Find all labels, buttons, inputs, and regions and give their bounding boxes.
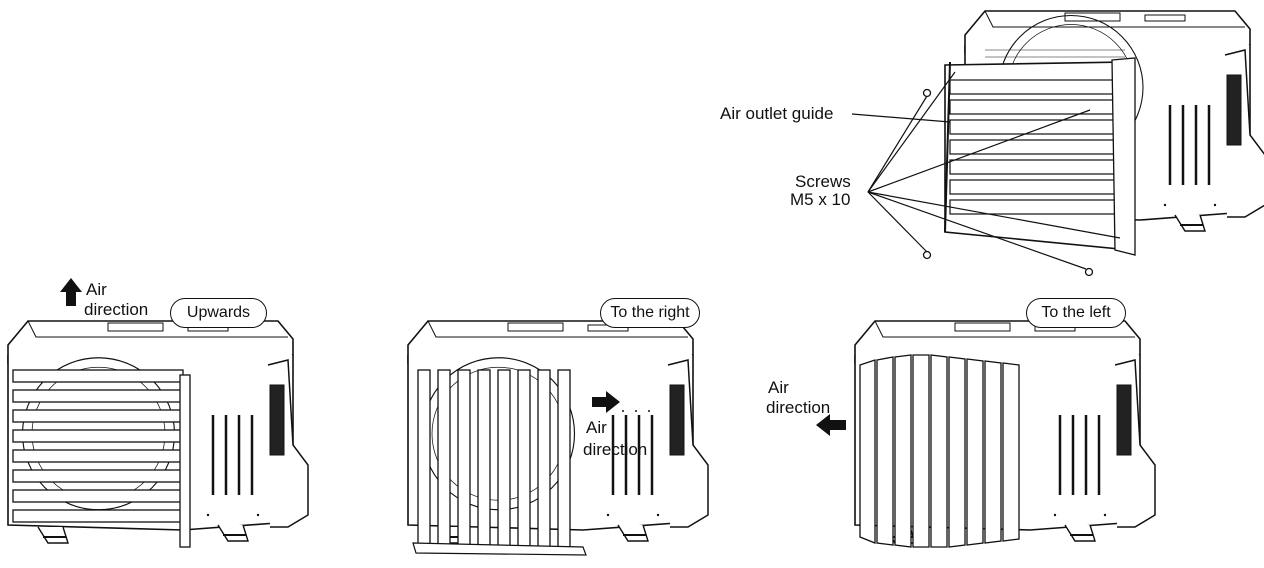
left-air-label: Air	[768, 378, 789, 397]
unit-upwards-illustration	[6, 319, 310, 548]
unit-right-illustration	[406, 319, 710, 556]
to-the-left-badge: To the left	[1026, 298, 1126, 328]
upwards-badge: Upwards	[170, 298, 267, 328]
screws-label: Screws	[795, 172, 851, 191]
screw-icon	[922, 250, 932, 260]
right-direction-label: direction	[583, 440, 648, 459]
screws-size-label: M5 x 10	[790, 190, 851, 209]
left-direction-label: direction	[766, 398, 831, 417]
air-outlet-guide-label: Air outlet guide	[720, 104, 834, 123]
screw-icon	[1084, 267, 1094, 277]
leader-lines	[851, 71, 1121, 270]
screw-icon	[922, 88, 932, 98]
to-the-right-badge: To the right	[600, 298, 700, 328]
upwards-direction-label: direction	[84, 300, 149, 319]
unit-left-illustration	[853, 319, 1157, 548]
arrow-right-icon	[592, 391, 620, 413]
arrow-left-icon	[816, 414, 846, 436]
right-air-label: Air	[586, 418, 607, 437]
upwards-air-label: Air	[86, 280, 107, 299]
air-outlet-guide-panel	[944, 57, 1136, 256]
arrow-up-icon	[60, 278, 82, 306]
